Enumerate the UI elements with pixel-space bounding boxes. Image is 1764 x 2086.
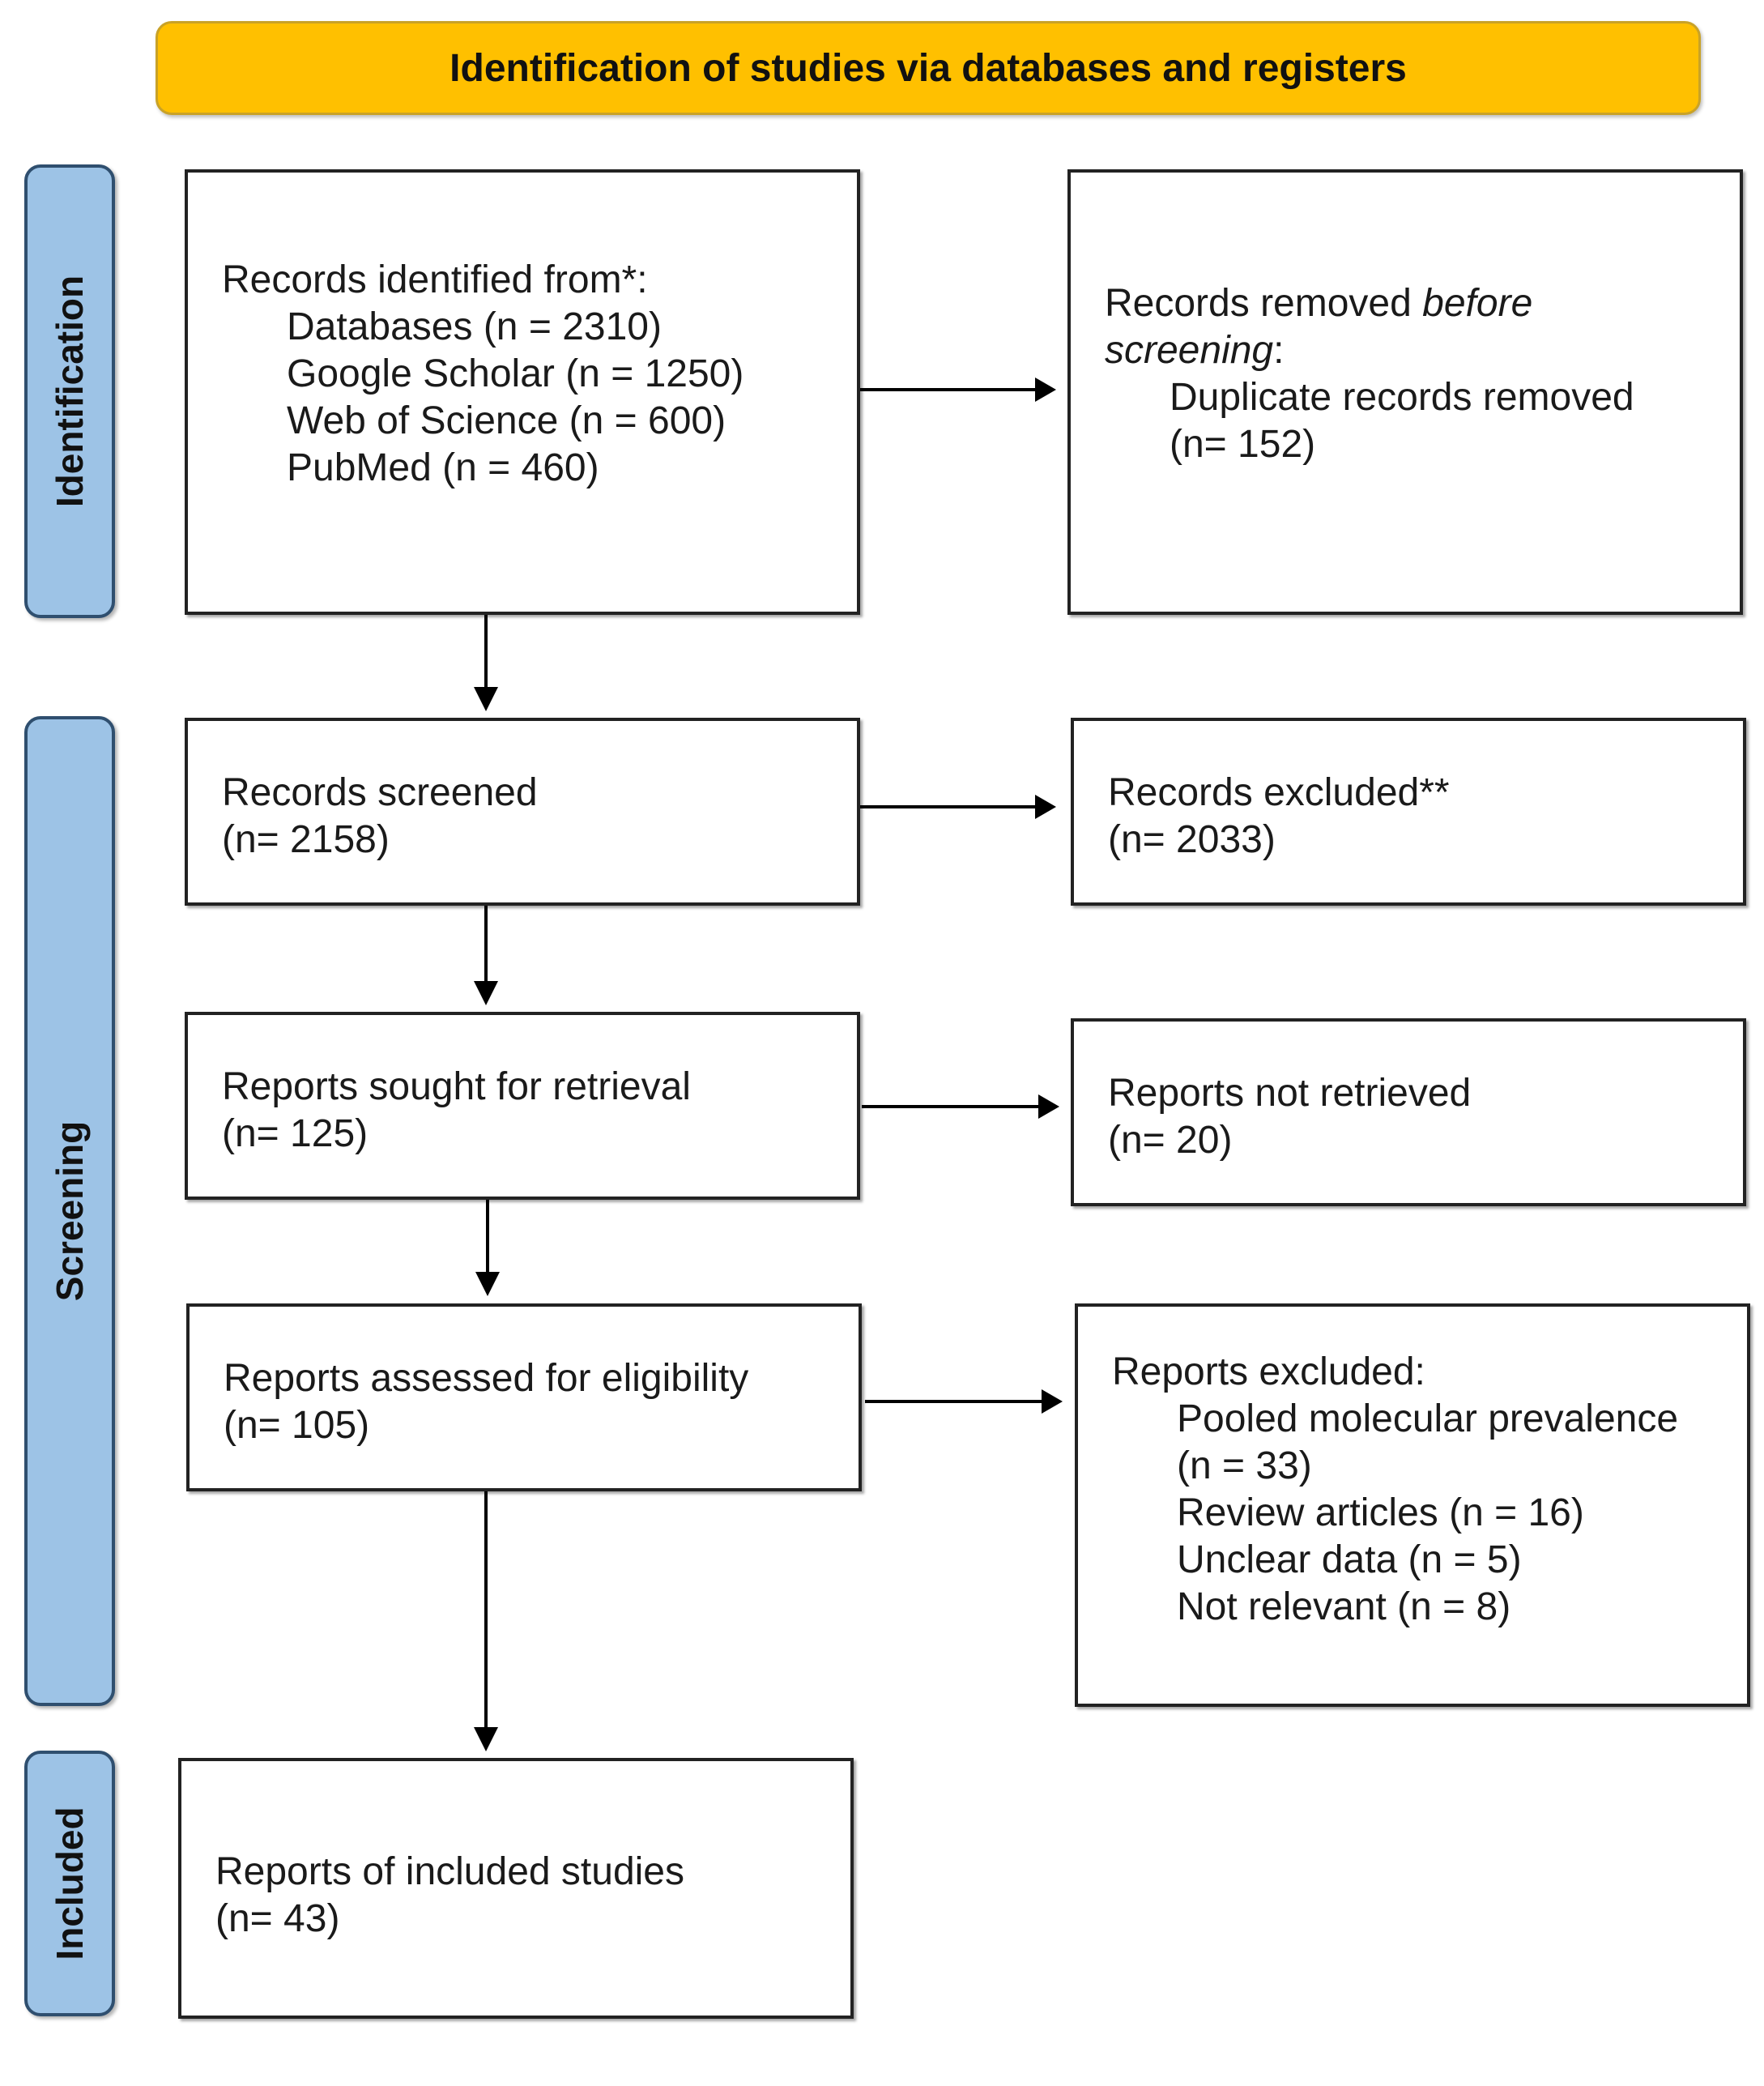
duplicate-records-label: Duplicate records removed [1170,376,1634,419]
source-google-scholar: Google Scholar (n = 1250) [287,352,744,395]
records-excluded-label: Records excluded** [1108,771,1450,814]
included-studies-box: Reports of included studies (n= 43) [178,1758,854,2019]
arrowhead-right-2 [1035,795,1056,819]
records-screened-count: (n= 2158) [222,818,390,861]
reports-assessed-label: Reports assessed for eligibility [224,1357,749,1400]
stage-identification-label: Identification [49,275,91,508]
records-identified-box: Records identified from*: Databases (n =… [185,169,860,615]
reports-not-retrieved-box: Reports not retrieved (n= 20) [1071,1018,1746,1206]
stage-included: Included [24,1751,115,2016]
source-databases: Databases (n = 2310) [287,305,662,348]
reports-assessed-box: Reports assessed for eligibility (n= 105… [186,1303,862,1491]
phase-header-title: Identification of studies via databases … [450,46,1407,90]
reports-assessed-count: (n= 105) [224,1404,370,1447]
records-screened-box: Records screened (n= 2158) [185,718,860,906]
reports-excluded-title: Reports excluded: [1112,1350,1425,1393]
records-screened-label: Records screened [222,771,538,814]
reports-excluded-box: Reports excluded: Pooled molecular preva… [1075,1303,1750,1707]
stage-screening-label: Screening [49,1120,91,1302]
included-studies-count: (n= 43) [215,1897,340,1940]
records-removed-title-cont: screening: [1105,329,1285,372]
reports-not-retrieved-label: Reports not retrieved [1108,1072,1472,1115]
arrowhead-right-3 [1038,1094,1059,1119]
duplicate-records-count: (n= 152) [1170,423,1316,466]
excluded-unclear-data: Unclear data (n = 5) [1177,1538,1522,1581]
arrowhead-right-1 [1035,378,1056,402]
arrowhead-right-4 [1042,1389,1063,1414]
excluded-not-relevant: Not relevant (n = 8) [1177,1585,1511,1628]
records-excluded-count: (n= 2033) [1108,818,1276,861]
records-removed-emph-before: before [1422,282,1533,325]
excluded-review-articles: Review articles (n = 16) [1177,1491,1584,1534]
arrowhead-down-2 [474,981,498,1005]
records-identified-title: Records identified from*: [222,258,648,301]
arrowhead-down-4 [474,1727,498,1751]
excluded-pooled-prevalence-count: (n = 33) [1177,1444,1312,1487]
arrowhead-down-1 [474,687,498,711]
reports-sought-count: (n= 125) [222,1112,369,1155]
included-studies-label: Reports of included studies [215,1850,684,1893]
records-excluded-box: Records excluded** (n= 2033) [1071,718,1746,906]
stage-screening: Screening [24,716,115,1706]
records-removed-box: Records removed before screening: Duplic… [1067,169,1743,615]
reports-sought-box: Reports sought for retrieval (n= 125) [185,1012,860,1200]
arrowhead-down-3 [475,1272,500,1296]
source-pubmed: PubMed (n = 460) [287,446,599,489]
reports-sought-label: Reports sought for retrieval [222,1065,691,1108]
records-removed-title: Records removed before [1105,282,1533,325]
stage-included-label: Included [49,1807,91,1960]
source-web-of-science: Web of Science (n = 600) [287,399,726,442]
reports-not-retrieved-count: (n= 20) [1108,1119,1233,1162]
records-removed-emph-screening: screening [1105,329,1274,372]
phase-header: Identification of studies via databases … [156,21,1701,115]
excluded-pooled-prevalence: Pooled molecular prevalence [1177,1397,1679,1440]
stage-identification: Identification [24,164,115,618]
